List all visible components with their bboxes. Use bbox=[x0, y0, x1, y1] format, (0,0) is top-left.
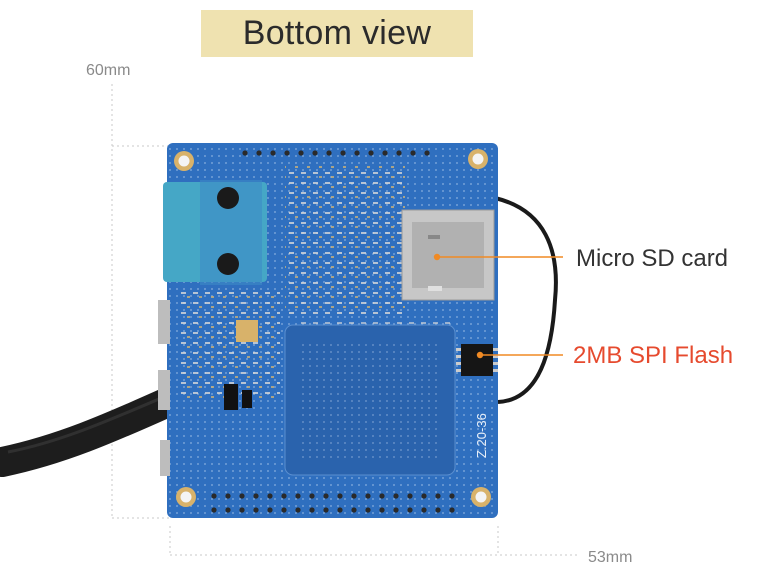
top-pin-header bbox=[242, 150, 430, 156]
title-text: Bottom view bbox=[242, 14, 432, 52]
side-port-2 bbox=[158, 370, 170, 410]
height-dimension-label: 60mm bbox=[86, 62, 131, 79]
mounting-screw-top bbox=[217, 187, 239, 209]
mounting-screw-bottom bbox=[217, 253, 239, 275]
component-area-left bbox=[180, 290, 280, 400]
antenna-wire bbox=[494, 196, 558, 404]
width-dimension-label: 53mm bbox=[588, 549, 633, 566]
component-area-top bbox=[285, 165, 405, 315]
callout-leaders bbox=[433, 253, 563, 359]
dimension-guides bbox=[111, 84, 580, 556]
bottom-pin-header bbox=[211, 493, 455, 513]
sd-card-callout: Micro SD card bbox=[576, 245, 729, 272]
side-port-3 bbox=[160, 440, 170, 476]
regulator-chip bbox=[224, 384, 238, 410]
title-banner: Bottom view bbox=[201, 10, 473, 57]
micro-sd-slot bbox=[401, 209, 495, 301]
spi-flash-chip bbox=[456, 344, 498, 376]
mounting-holes bbox=[174, 149, 491, 507]
spi-flash-callout: 2MB SPI Flash bbox=[573, 342, 734, 369]
side-port-1 bbox=[158, 300, 170, 344]
test-pad bbox=[236, 320, 258, 342]
board-marking: Z.20-36 bbox=[474, 413, 489, 458]
power-cable bbox=[0, 387, 183, 477]
